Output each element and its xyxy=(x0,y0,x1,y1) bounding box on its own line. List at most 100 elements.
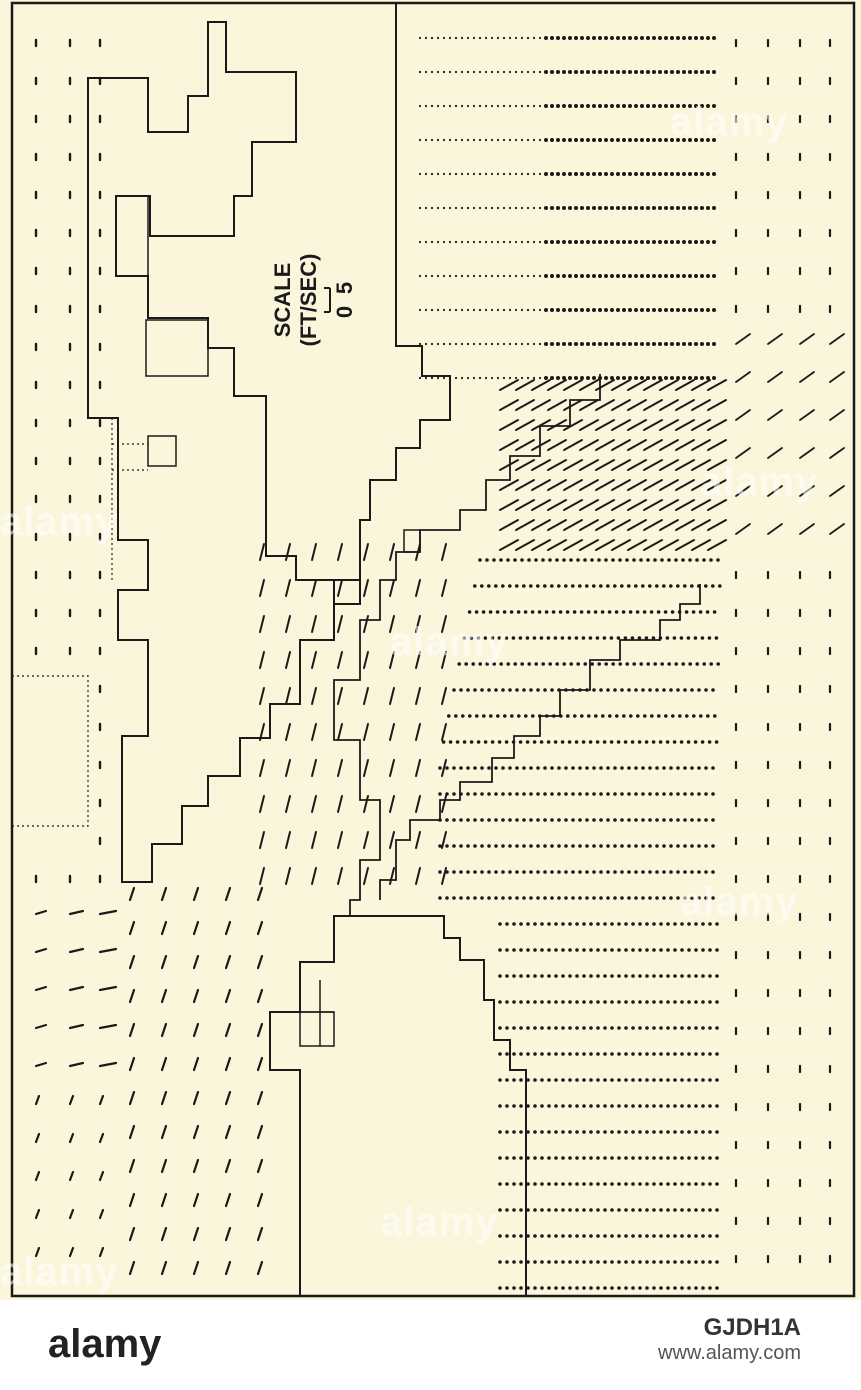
vector-dot xyxy=(557,896,561,900)
vector-arrow xyxy=(627,519,647,531)
vector-dot xyxy=(670,172,674,176)
vector-dot xyxy=(595,740,600,744)
vector-dot xyxy=(447,714,451,718)
vector-dot xyxy=(490,376,494,380)
vector-dot xyxy=(536,688,540,692)
vector-dot xyxy=(564,688,568,692)
vector-arrow xyxy=(311,723,317,741)
vector-dot xyxy=(610,922,614,926)
vector-dot xyxy=(610,308,614,312)
vector-dot xyxy=(657,714,661,718)
vector-dot xyxy=(517,714,521,718)
watermark-text: alamy xyxy=(700,460,819,504)
vector-dot xyxy=(515,688,519,692)
vector-dot xyxy=(694,1104,698,1108)
vector-dot xyxy=(676,70,680,74)
vector-dot xyxy=(634,376,638,380)
vector-dot xyxy=(574,308,578,312)
vector-dot xyxy=(454,206,458,210)
vector-dot xyxy=(532,308,536,312)
vector-arrow xyxy=(643,479,663,491)
vector-dot xyxy=(548,662,552,666)
vector-dot xyxy=(489,714,493,718)
vector-dot xyxy=(586,104,590,108)
vector-dot xyxy=(645,1208,649,1212)
vector-dot xyxy=(552,714,556,718)
vector-dot xyxy=(568,36,572,40)
vector-arrow xyxy=(627,419,647,431)
vector-dot xyxy=(544,70,548,74)
vector-dot xyxy=(613,792,617,796)
vector-arrow xyxy=(34,1094,41,1106)
vector-dot xyxy=(502,206,506,210)
vector-dot xyxy=(531,714,535,718)
vector-dot xyxy=(706,104,710,108)
vector-dot xyxy=(610,1156,614,1160)
vector-dot xyxy=(697,792,701,796)
vector-arrow xyxy=(595,539,615,551)
vector-dot xyxy=(466,376,470,380)
vector-dot xyxy=(519,1260,523,1264)
vector-arrow xyxy=(128,988,136,1004)
vector-dot xyxy=(617,1078,621,1082)
vector-dot xyxy=(472,70,476,74)
vector-dot xyxy=(512,1182,516,1186)
vector-dot xyxy=(480,870,484,874)
island-inner-box xyxy=(115,195,149,277)
vector-dot xyxy=(571,792,575,796)
vector-dot xyxy=(589,1208,593,1212)
vector-arrow xyxy=(128,1090,136,1106)
vector-dot xyxy=(670,308,674,312)
vector-dot xyxy=(709,558,713,562)
vector-arrow xyxy=(389,759,395,777)
vector-dot xyxy=(589,1182,593,1186)
vector-dot xyxy=(694,104,698,108)
vector-dot xyxy=(459,818,463,822)
vector-dot xyxy=(527,662,531,666)
vector-arrow xyxy=(256,1090,264,1106)
vector-dot xyxy=(538,206,542,210)
vector-dot xyxy=(665,636,670,640)
vector-dot xyxy=(634,792,638,796)
vector-dot xyxy=(652,342,656,346)
vector-dot xyxy=(687,1156,691,1160)
vector-dot xyxy=(694,948,698,952)
vector-dot xyxy=(700,240,704,244)
vector-dot xyxy=(460,172,464,176)
vector-arrow xyxy=(192,1226,200,1242)
vector-dot xyxy=(490,172,494,176)
vector-dot xyxy=(561,948,565,952)
vector-dot xyxy=(680,1104,684,1108)
vector-dot xyxy=(442,376,446,380)
vector-dot xyxy=(670,610,675,614)
vector-dot xyxy=(452,870,456,874)
vector-dot xyxy=(530,610,535,614)
vector-dot xyxy=(480,844,484,848)
vector-dot xyxy=(620,584,624,588)
vector-dot xyxy=(526,70,530,74)
vector-dot xyxy=(680,1286,684,1290)
vector-dot xyxy=(634,818,638,822)
vector-dot xyxy=(554,1208,558,1212)
vector-dot xyxy=(418,342,422,346)
vector-dot xyxy=(690,766,694,770)
vector-dot xyxy=(505,1000,509,1004)
vector-arrow xyxy=(611,439,631,451)
vector-dot xyxy=(494,818,498,822)
vector-dot xyxy=(550,172,554,176)
vector-dot xyxy=(676,206,680,210)
vector-dot xyxy=(484,342,488,346)
vector-dot xyxy=(693,740,698,744)
vector-dot xyxy=(502,36,506,40)
vector-dot xyxy=(502,240,506,244)
vector-arrow xyxy=(224,1226,232,1242)
vector-arrow xyxy=(259,651,265,669)
vector-dot xyxy=(708,1078,712,1082)
vector-dot xyxy=(562,558,566,562)
vector-dot xyxy=(601,714,605,718)
vector-dot xyxy=(596,1052,600,1056)
vector-dot xyxy=(568,1208,572,1212)
vector-dot xyxy=(645,1104,649,1108)
vector-dot xyxy=(655,870,659,874)
vector-arrow xyxy=(415,831,421,849)
